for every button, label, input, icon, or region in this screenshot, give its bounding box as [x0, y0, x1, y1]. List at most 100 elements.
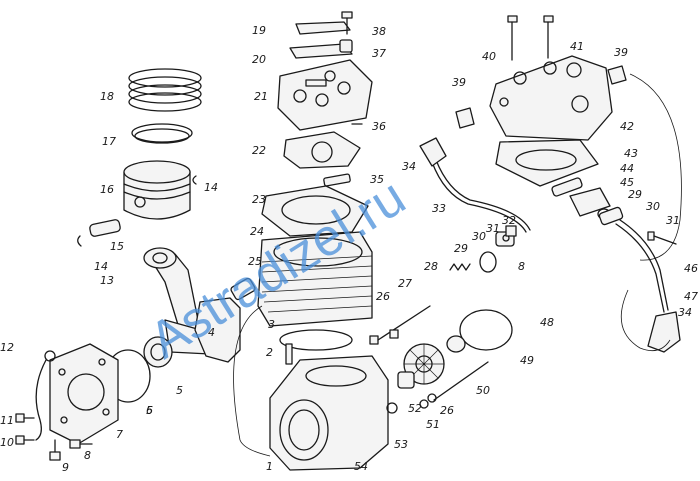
fitting-34-right: [647, 311, 681, 353]
gasket-35: [323, 173, 351, 187]
part-label-39-2: 39: [614, 46, 628, 59]
part-label-30: 30: [472, 230, 486, 243]
part-label-23: 23: [252, 193, 266, 206]
cylinder-head: [489, 55, 613, 141]
ring-53: [386, 402, 398, 414]
part-label-18: 18: [100, 90, 114, 103]
part-label-6: 6: [146, 404, 153, 417]
end-cover: [49, 343, 119, 445]
bearing: [143, 336, 173, 368]
part-label-5: 5: [176, 384, 183, 397]
tube-33: [435, 159, 531, 231]
bolt-11: [15, 413, 35, 423]
spring-28: [449, 263, 471, 271]
part-label-48: 48: [540, 316, 554, 329]
part-label-30-2: 30: [646, 200, 660, 213]
part-label-13: 13: [100, 274, 114, 287]
gasket-22: [283, 131, 361, 169]
seal-ring: [279, 329, 353, 351]
circlip-lower: [77, 235, 82, 247]
o-ring-48: [459, 309, 513, 351]
piston: [123, 160, 191, 220]
sensor-wire: [35, 350, 56, 441]
part-label-33: 33: [432, 202, 446, 215]
bolt-8: [69, 439, 93, 449]
part-label-16: 16: [100, 183, 114, 196]
part-label-44: 44: [620, 162, 634, 175]
crankshaft: [194, 277, 256, 363]
circlip-upper: [192, 175, 197, 185]
part-label-31-2: 31: [666, 214, 680, 227]
part-label-27: 27: [398, 277, 412, 290]
part-label-17: 17: [102, 135, 116, 148]
part-label-29: 29: [454, 242, 468, 255]
crankcase: [269, 355, 389, 471]
part-label-12: 12: [0, 341, 14, 354]
part-label-38: 38: [372, 25, 386, 38]
bolt-46: [647, 231, 677, 245]
valve-plate-21: [277, 59, 373, 131]
nut-49: [446, 335, 466, 353]
bushing-26: [389, 329, 399, 339]
washer-51: [419, 399, 429, 409]
part-label-34: 34: [402, 160, 416, 173]
part-label-7: 7: [116, 428, 123, 441]
part-label-34-2: 34: [678, 306, 692, 319]
valve-plate-20: [289, 43, 353, 59]
part-label-47: 47: [684, 290, 698, 303]
fitting-39-left: [455, 107, 475, 129]
part-label-14-2: 14: [94, 260, 108, 273]
bolt-27: [369, 305, 431, 345]
head-bolt-41: [543, 15, 554, 59]
part-label-11: 11: [0, 414, 14, 427]
fitting-34-left: [419, 137, 447, 167]
part-label-42: 42: [620, 120, 634, 133]
assembly-arrow-right: [629, 73, 682, 261]
part-label-22: 22: [252, 144, 266, 157]
part-label-8-2: 8: [518, 260, 525, 273]
fitting-39-right: [607, 65, 627, 85]
part-label-39: 39: [452, 76, 466, 89]
part-label-49: 49: [520, 354, 534, 367]
part-label-24: 24: [250, 225, 264, 238]
part-label-50: 50: [476, 384, 490, 397]
part-label-15: 15: [110, 240, 124, 253]
part-label-4: 4: [208, 326, 215, 339]
flange-45: [569, 187, 611, 217]
part-label-35: 35: [370, 173, 384, 186]
bolt-38: [341, 11, 353, 35]
stud: [285, 343, 293, 365]
part-label-1: 1: [266, 460, 273, 473]
part-label-26: 26: [376, 290, 390, 303]
part-label-52: 52: [408, 402, 422, 415]
part-label-31: 31: [486, 222, 500, 235]
fitting-32: [505, 225, 517, 237]
gasket-44: [551, 177, 583, 197]
cylinder: [257, 231, 373, 327]
part-label-14: 14: [204, 181, 218, 194]
part-label-26-2: 26: [440, 404, 454, 417]
washer-26: [427, 393, 437, 403]
part-label-43: 43: [624, 147, 638, 160]
part-label-41: 41: [570, 40, 584, 53]
bushing-37: [339, 39, 353, 53]
washer-29: [479, 251, 497, 273]
head-gasket-43: [495, 139, 599, 187]
part-label-40: 40: [482, 50, 496, 63]
piston-rings: [128, 68, 202, 112]
part-labels: 1234556788910111213141415161718192021222…: [0, 24, 698, 474]
bolt-50: [433, 361, 489, 401]
part-label-45: 45: [620, 176, 634, 189]
assembly-arrow-bottom: [620, 289, 671, 352]
part-label-28: 28: [424, 260, 438, 273]
bolt-10: [15, 435, 35, 445]
part-label-10: 10: [0, 436, 14, 449]
part-label-36: 36: [372, 120, 386, 133]
part-label-29-2: 29: [628, 188, 642, 201]
part-label-5-2: 5: [146, 404, 153, 417]
part-label-51: 51: [426, 418, 440, 431]
part-label-46: 46: [684, 262, 698, 275]
piston-pin: [89, 219, 121, 237]
part-label-32: 32: [502, 214, 516, 227]
